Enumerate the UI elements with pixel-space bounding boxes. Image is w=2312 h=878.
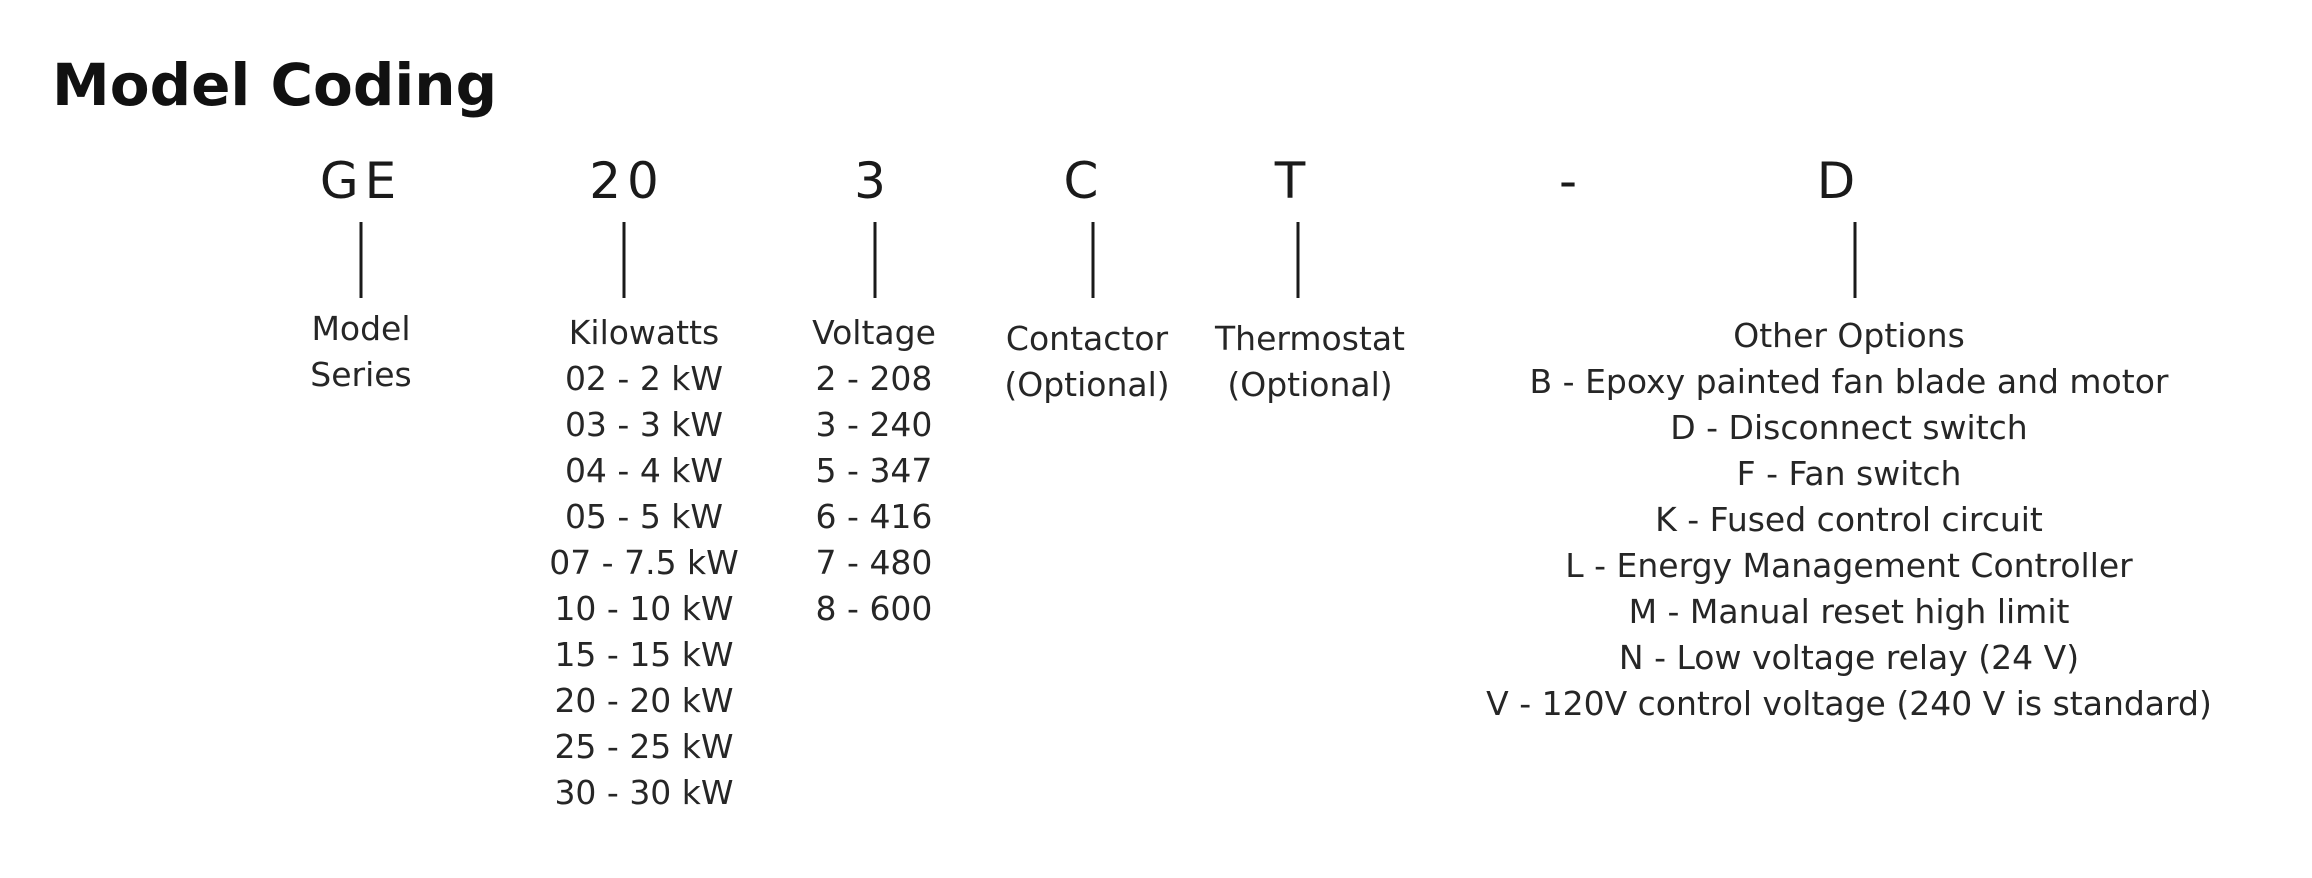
options-heading: Other Options [1733, 316, 1965, 355]
kilowatts-option: 20 - 20 kW [554, 681, 734, 720]
kilowatts-option: 02 - 2 kW [564, 359, 724, 398]
contactor-label-line: (Optional) [1004, 365, 1170, 404]
kilowatts-option: 30 - 30 kW [554, 773, 734, 812]
options-item: K - Fused control circuit [1655, 500, 2043, 539]
kilowatts-option: 10 - 10 kW [554, 589, 734, 628]
kilowatts-heading: Kilowatts [568, 313, 720, 352]
voltage-option: 2 - 208 [815, 359, 933, 398]
voltage-option: 8 - 600 [815, 589, 933, 628]
thermostat-label-line: (Optional) [1227, 365, 1393, 404]
code-letter-dash: - [1558, 152, 1584, 210]
options-item: M - Manual reset high limit [1628, 592, 2070, 631]
contactor-label-line: Contactor [1005, 319, 1169, 358]
voltage-option: 3 - 240 [815, 405, 933, 444]
voltage-option: 7 - 480 [815, 543, 933, 582]
connector-line-thermostat [1296, 222, 1300, 298]
kilowatts-option: 15 - 15 kW [554, 635, 734, 674]
code-letter-series: GE [319, 152, 403, 210]
connector-line-options [1853, 222, 1857, 298]
voltage-heading: Voltage [812, 313, 936, 352]
connector-line-series [359, 222, 363, 298]
thermostat-column: Thermostat (Optional) [1215, 316, 1405, 408]
connector-line-voltage [873, 222, 877, 298]
series-label-line: Model [311, 309, 411, 348]
voltage-option: 5 - 347 [815, 451, 933, 490]
kilowatts-option: 04 - 4 kW [564, 451, 724, 490]
kilowatts-option: 03 - 3 kW [564, 405, 724, 444]
voltage-column: Voltage 2 - 208 3 - 240 5 - 347 6 - 416 … [812, 310, 936, 632]
connector-line-kilowatts [622, 222, 626, 298]
voltage-option: 6 - 416 [815, 497, 933, 536]
kilowatts-option: 07 - 7.5 kW [549, 543, 739, 582]
series-column: Model Series [310, 306, 411, 398]
code-letter-options: D [1816, 152, 1862, 210]
code-letter-thermostat: T [1274, 152, 1312, 210]
kilowatts-column: Kilowatts 02 - 2 kW 03 - 3 kW 04 - 4 kW … [549, 310, 739, 816]
code-letter-contactor: C [1063, 152, 1105, 210]
connector-line-contactor [1091, 222, 1095, 298]
thermostat-label-line: Thermostat [1215, 319, 1405, 358]
code-letter-kilowatts: 20 [589, 152, 665, 210]
options-item: V - 120V control voltage (240 V is stand… [1486, 684, 2212, 723]
options-item: N - Low voltage relay (24 V) [1618, 638, 2080, 677]
kilowatts-option: 25 - 25 kW [554, 727, 734, 766]
series-label-line: Series [310, 355, 412, 394]
options-item: F - Fan switch [1736, 454, 1962, 493]
kilowatts-option: 05 - 5 kW [564, 497, 724, 536]
options-item: D - Disconnect switch [1670, 408, 2028, 447]
options-column: Other Options B - Epoxy painted fan blad… [1486, 313, 2212, 727]
page-title: Model Coding [52, 51, 498, 119]
options-item: L - Energy Management Controller [1565, 546, 2133, 585]
options-item: B - Epoxy painted fan blade and motor [1529, 362, 2169, 401]
contactor-column: Contactor (Optional) [1004, 316, 1169, 408]
code-letter-voltage: 3 [854, 152, 892, 210]
